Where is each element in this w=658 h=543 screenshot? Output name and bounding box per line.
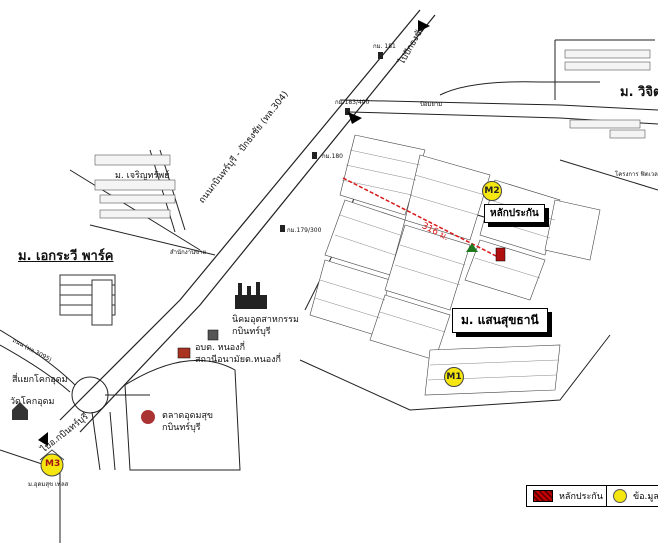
km-179-label: กม.179/300 — [287, 227, 322, 234]
village-wijit-label: ม. วิจิตร — [620, 85, 658, 100]
legend-site: หลักประกัน — [526, 485, 610, 507]
village-ekrawi-label: ม. เอกระวี พาร์ค — [18, 249, 114, 264]
legend-hatch-swatch — [533, 490, 553, 502]
m3-marker — [39, 449, 65, 477]
m3-village-label: ม.อุดมสุข เพลส — [28, 481, 69, 488]
village-saensuk-label: ม. แสนสุขธานี — [452, 308, 548, 333]
temple-label: วัดโคกอุดม — [10, 397, 55, 407]
distance-line — [342, 177, 501, 259]
industrial-estate-label: นิคมอุตสาหกรรม กบินทร์บุรี — [232, 315, 299, 337]
km-179-icon — [280, 225, 285, 232]
intersection-label: สี่แยกโคกอุดม — [12, 375, 68, 385]
km-180-label: กม.180 — [322, 153, 343, 160]
market-icon — [141, 410, 155, 424]
site-marker — [495, 247, 506, 262]
gate-icon — [348, 112, 362, 124]
marker-m2: M2 — [482, 181, 502, 201]
km-183-label: กม.183/400 — [335, 99, 370, 106]
district-office-label: อบต. หนองกี่ สถานีอนามัยต.หนองกี่ — [195, 343, 282, 365]
sales-office-label: สำนักงานขาย — [170, 249, 207, 256]
site-label: หลักประกัน — [484, 204, 545, 223]
tree-icon — [466, 243, 478, 252]
village-charoen-label: ม. เจริญทรัพย์ — [115, 171, 170, 181]
office-icon — [207, 329, 219, 341]
km-183-icon — [345, 108, 350, 115]
market-label: ตลาดอุดมสุข กบินทร์บุรี — [162, 411, 214, 433]
legend-info-label: ข้อ.มูล — [633, 492, 658, 502]
km-180-icon — [312, 152, 317, 159]
km-181-icon — [378, 52, 383, 59]
project-label: โครงการ ฟิตเวล — [615, 171, 658, 178]
legend-info: ข้อ.มูล — [606, 485, 658, 507]
school-label: ป้อมยาม — [420, 101, 443, 108]
marker-m3-label: M3 — [45, 459, 61, 469]
legend-circle-swatch — [613, 489, 627, 503]
factory-icon — [235, 282, 267, 309]
temple-icon — [12, 402, 28, 420]
legend-site-label: หลักประกัน — [559, 492, 603, 502]
km-181-label: กม. 181 — [373, 43, 396, 50]
arrow-north-icon — [418, 20, 430, 32]
arrow-southwest-icon — [38, 432, 48, 446]
clinic-icon — [177, 347, 191, 359]
marker-m1: M1 — [444, 367, 464, 387]
